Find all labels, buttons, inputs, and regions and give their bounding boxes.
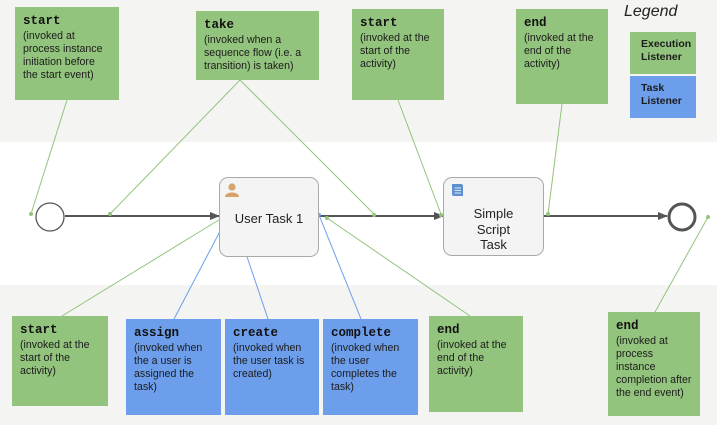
note-end-event: end (invoked at process instance complet… xyxy=(608,312,700,416)
note-text: (invoked at the start of the activity) xyxy=(360,32,430,71)
note-text: (invoked at the end of the activity) xyxy=(524,32,594,71)
note-text: (invoked when the user completes the tas… xyxy=(331,342,400,394)
start-event[interactable] xyxy=(35,202,65,232)
note-keyword: end xyxy=(524,16,547,30)
note-keyword: end xyxy=(616,319,639,333)
note-keyword: create xyxy=(233,326,279,340)
note-start-activity-bottom: start (invoked at the start of the activ… xyxy=(12,316,108,406)
connector-take-left xyxy=(109,79,241,215)
note-keyword: assign xyxy=(134,326,180,340)
end-event[interactable] xyxy=(667,202,697,232)
connector-assign xyxy=(173,217,228,320)
user-task[interactable]: User Task 1 xyxy=(219,177,319,257)
connector-start-event-listener xyxy=(30,99,68,215)
note-text: (invoked at the end of the activity) xyxy=(437,339,507,378)
note-take: take (invoked when a sequence flow (i.e.… xyxy=(196,11,319,80)
note-keyword: start xyxy=(20,323,58,337)
note-text: (invoked when a sequence flow (i.e. a tr… xyxy=(204,34,302,73)
process-lane xyxy=(0,142,717,285)
script-icon xyxy=(452,184,463,196)
connector-end-user-task xyxy=(326,217,471,317)
script-task[interactable]: Simple Script Task xyxy=(443,177,544,256)
connector-complete xyxy=(318,214,362,320)
note-complete: complete (invoked when the user complete… xyxy=(323,319,418,415)
note-create: create (invoked when the user task is cr… xyxy=(225,319,319,415)
note-start-activity-top: start (invoked at the start of the activ… xyxy=(352,9,444,100)
note-text: (invoked at process instance initiation … xyxy=(23,30,103,82)
connector-start-script xyxy=(397,99,442,215)
note-keyword: end xyxy=(437,323,460,337)
connector-end-event-listener xyxy=(654,216,709,313)
connector-start-user-task xyxy=(61,217,223,317)
note-keyword: take xyxy=(204,18,235,32)
note-keyword: complete xyxy=(331,326,392,340)
note-assign: assign (invoked when the a user is assig… xyxy=(126,319,221,415)
note-end-activity-top: end (invoked at the end of the activity) xyxy=(516,9,608,104)
note-keyword: start xyxy=(360,16,398,30)
user-task-label: User Task 1 xyxy=(234,211,304,226)
note-text: (invoked at the start of the activity) xyxy=(20,339,90,378)
script-task-label: Simple Script Task xyxy=(473,206,514,253)
user-icon xyxy=(225,183,239,197)
note-start-event: start (invoked at process instance initi… xyxy=(15,7,119,100)
note-keyword: start xyxy=(23,14,61,28)
connector-end-script xyxy=(547,103,563,215)
legend-task-listener: Task Listener xyxy=(630,76,696,118)
legend-title: Legend xyxy=(624,3,678,20)
note-text: (invoked when the user task is created) xyxy=(233,342,305,381)
connector-take-right xyxy=(239,79,375,215)
legend-execution-listener: Execution Listener xyxy=(630,32,696,74)
note-text: (invoked at process instance completion … xyxy=(616,335,692,399)
note-text: (invoked when the a user is assigned the… xyxy=(134,342,203,394)
note-end-activity-bottom: end (invoked at the end of the activity) xyxy=(429,316,523,412)
